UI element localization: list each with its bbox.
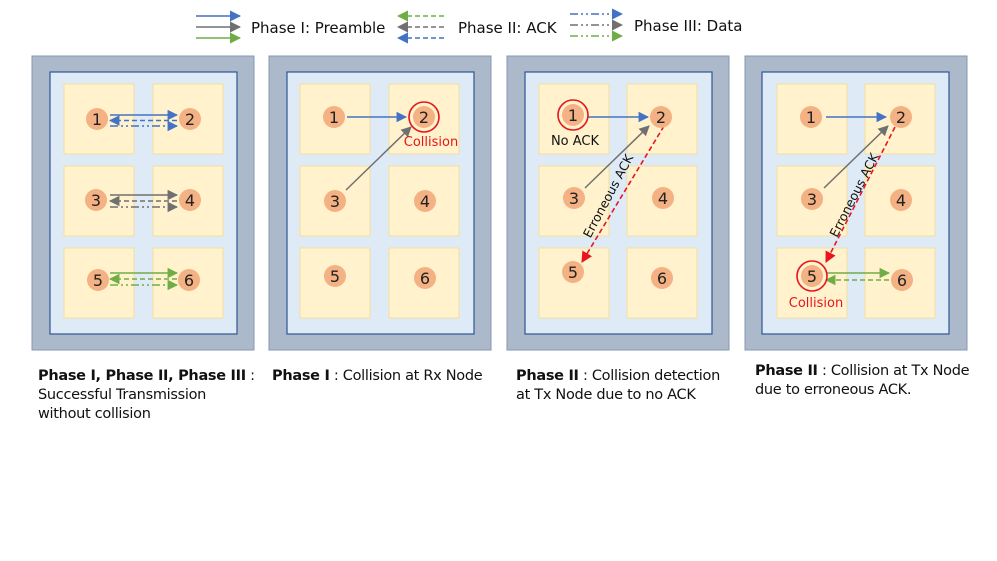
caption-text: : Collision at Rx Node [329, 368, 483, 384]
arrow-preamble-3-2 [345, 126, 412, 191]
panel-4: Erroneous ACK 1 2 3 4 5 Collision 6 [744, 55, 968, 351]
node-label: 5 [807, 267, 817, 286]
no-ack-ring [557, 99, 589, 131]
node-6 [651, 267, 673, 289]
node-label: 4 [185, 191, 195, 210]
node-label: 3 [330, 192, 340, 211]
node-label: 6 [420, 269, 430, 288]
collision-label: Collision [404, 135, 458, 150]
collision-ring [796, 260, 828, 292]
node-label: 3 [91, 191, 101, 210]
legend: Phase I: Preamble Phase II: ACK Phase II… [196, 8, 742, 44]
node-label: 1 [806, 108, 816, 127]
node-label: 4 [420, 192, 430, 211]
node-label: 2 [419, 108, 429, 127]
legend-phase2-swatch [396, 10, 444, 44]
arrow-preamble-3-2 [823, 125, 889, 189]
node-4 [890, 189, 912, 211]
node-label: 5 [330, 267, 340, 286]
node-label: 5 [93, 271, 103, 290]
arrow-preamble-3-2 [584, 125, 650, 189]
node-6 [891, 269, 913, 291]
caption-panel-3: Phase II : Collision detection at Tx Nod… [516, 367, 738, 405]
node-label: 4 [658, 189, 668, 208]
node-2 [413, 106, 435, 128]
node-6 [414, 267, 436, 289]
node-label: 5 [568, 263, 578, 282]
node-3 [85, 189, 107, 211]
node-5 [562, 261, 584, 283]
node-2 [650, 106, 672, 128]
caption-bold: Phase I [272, 368, 330, 384]
panel-1: 1 2 3 4 5 6 [31, 55, 255, 351]
node-2 [890, 106, 912, 128]
legend-phase3-label: Phase III: Data [634, 17, 742, 35]
caption-bold: Phase II [516, 368, 579, 384]
node-3 [801, 188, 823, 210]
legend-phase2-label: Phase II: ACK [458, 19, 558, 37]
node-1 [323, 106, 345, 128]
node-label: 2 [656, 108, 666, 127]
node-5 [324, 265, 346, 287]
node-label: 6 [657, 269, 667, 288]
node-label: 6 [184, 271, 194, 290]
no-ack-label: No ACK [551, 134, 600, 149]
node-label: 3 [569, 189, 579, 208]
node-label: 1 [568, 106, 578, 125]
arrow-erroneous-ack-2-5 [825, 126, 896, 263]
panel-3: Erroneous ACK 1 No ACK 2 3 4 5 6 [506, 55, 730, 351]
node-5 [801, 265, 823, 287]
node-1 [562, 104, 584, 126]
node-label: 1 [92, 110, 102, 129]
arrow-erroneous-ack-2-5 [581, 125, 665, 263]
collision-label: Collision [789, 296, 843, 311]
node-label: 1 [329, 108, 339, 127]
cell-5 [538, 247, 610, 319]
collision-ring [408, 101, 440, 133]
legend-phase3-swatch [570, 8, 624, 42]
node-label: 4 [896, 191, 906, 210]
node-1 [800, 106, 822, 128]
node-3 [563, 187, 585, 209]
node-label: 2 [185, 110, 195, 129]
panel-2: 1 2 Collision 3 4 5 6 [268, 55, 492, 351]
node-label: 6 [897, 271, 907, 290]
caption-text: : Collision at Tx Node due to erroneous … [755, 363, 970, 398]
node-3 [324, 190, 346, 212]
node-label: 3 [807, 190, 817, 209]
caption-bold: Phase I, Phase II, Phase III [38, 368, 246, 384]
caption-text: : Successful Transmission without collis… [38, 368, 255, 422]
caption-panel-4: Phase II : Collision at Tx Node due to e… [755, 362, 980, 400]
node-4 [414, 190, 436, 212]
node-4 [179, 189, 201, 211]
node-5 [87, 269, 109, 291]
caption-bold: Phase II [755, 363, 818, 379]
node-6 [178, 269, 200, 291]
caption-panel-2: Phase I : Collision at Rx Node [272, 367, 497, 386]
node-label: 2 [896, 108, 906, 127]
caption-text: : Collision detection at Tx Node due to … [516, 368, 720, 403]
legend-phase1-swatch [196, 10, 242, 44]
node-2 [179, 108, 201, 130]
node-4 [652, 187, 674, 209]
legend-phase1-label: Phase I: Preamble [251, 19, 385, 37]
caption-panel-1: Phase I, Phase II, Phase III : Successfu… [38, 367, 258, 424]
node-1 [86, 108, 108, 130]
